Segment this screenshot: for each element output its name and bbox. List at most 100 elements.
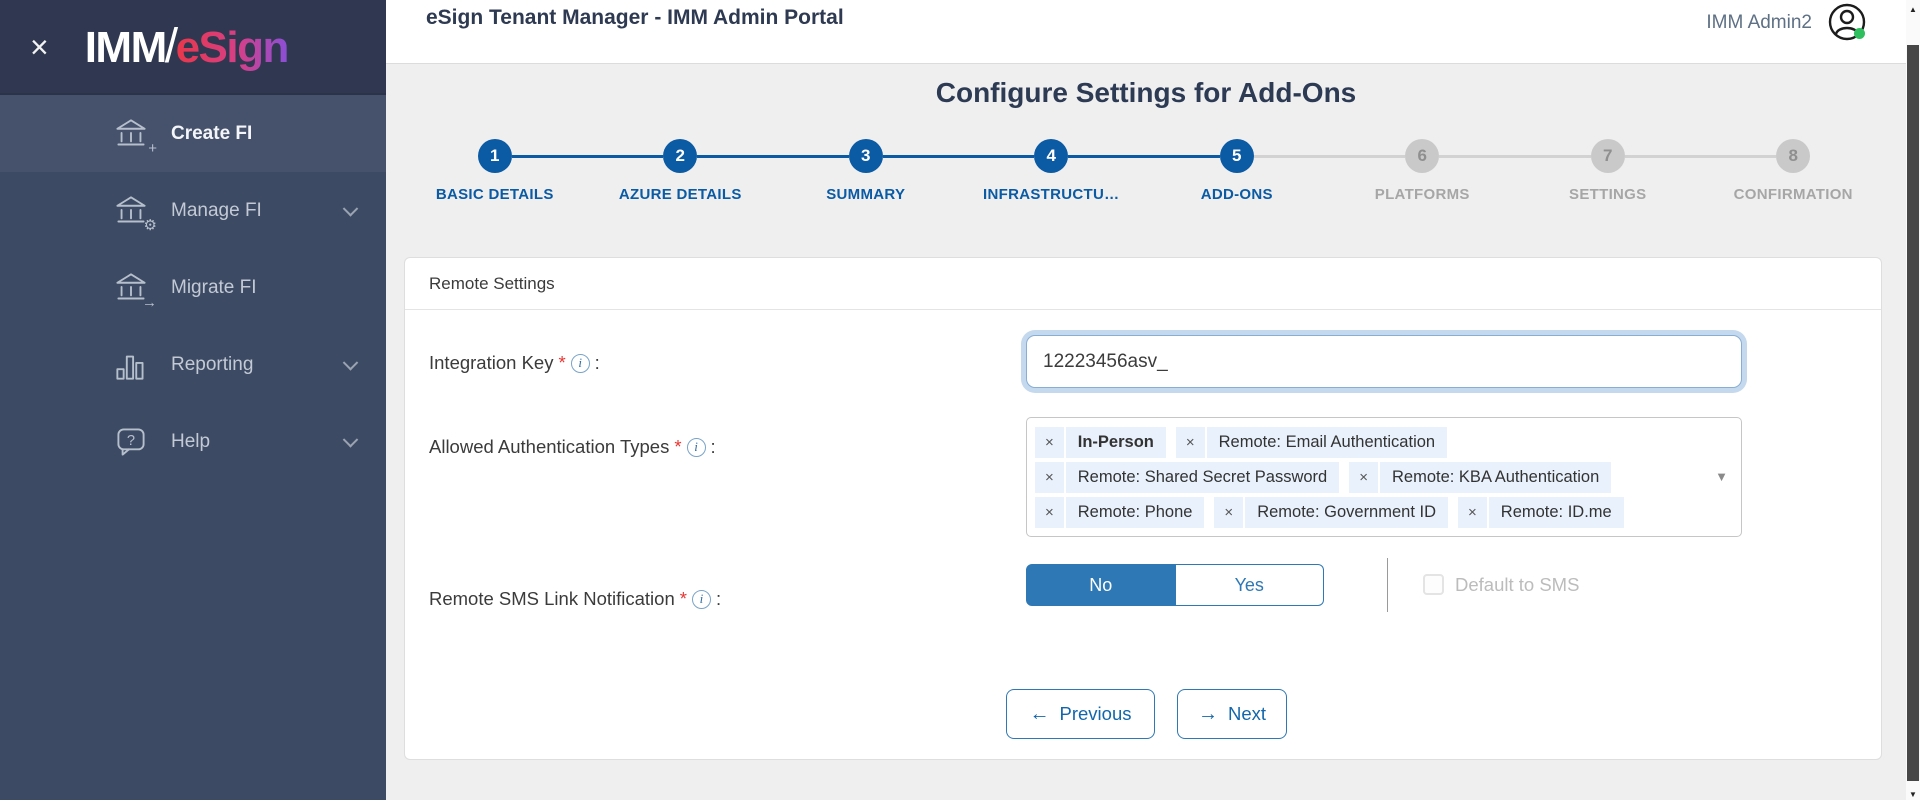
remove-tag-icon[interactable]: ×	[1035, 497, 1066, 528]
sidebar-item-label: Manage FI	[171, 199, 262, 221]
tag-remote-phone: × Remote: Phone	[1035, 497, 1205, 528]
remove-tag-icon[interactable]: ×	[1458, 497, 1489, 528]
remove-tag-icon[interactable]: ×	[1035, 462, 1066, 493]
tag-in-person: × In-Person	[1035, 427, 1166, 458]
label-colon: :	[594, 352, 600, 373]
label-colon: :	[710, 436, 716, 457]
sms-toggle-yes[interactable]: Yes	[1175, 564, 1324, 606]
tag-remote-email: × Remote: Email Authentication	[1175, 427, 1448, 458]
tag-label: Remote: Government ID	[1257, 503, 1437, 521]
sidebar-item-migrate-fi[interactable]: → Migrate FI	[0, 249, 386, 326]
logo-imm: IMM	[84, 23, 168, 72]
step-circle[interactable]: 2	[663, 139, 698, 173]
remote-settings-panel: Remote Settings Integration Key * i : Al…	[404, 257, 1882, 760]
sidebar-item-label: Migrate FI	[171, 276, 257, 298]
bank-plus-icon: +	[110, 113, 157, 156]
wizard-heading: Configure Settings for Add-Ons	[935, 77, 1357, 108]
label-text: Remote SMS Link Notification	[429, 588, 675, 609]
app-logo: IMM/eSign	[84, 19, 290, 74]
remove-tag-icon[interactable]: ×	[1035, 427, 1066, 458]
step-settings: 7 SETTINGS	[1439, 139, 1701, 203]
step-add-ons-current: 5 ADD-ONS	[1068, 139, 1330, 203]
bank-gear-icon: ⚙	[110, 190, 157, 233]
info-icon[interactable]: i	[691, 589, 711, 609]
step-label: CONFIRMATION	[1733, 186, 1853, 203]
sidebar: × IMM/eSign + Create FI ⚙ Manage FI → Mi…	[0, 0, 386, 800]
sidebar-item-manage-fi[interactable]: ⚙ Manage FI	[0, 172, 386, 249]
previous-button-label: Previous	[1059, 703, 1132, 724]
tag-remote-idme: × Remote: ID.me	[1458, 497, 1624, 528]
tag-label: In-Person	[1077, 433, 1154, 451]
required-marker: *	[674, 436, 682, 457]
step-summary: 3 SUMMARY	[697, 139, 959, 203]
vertical-scrollbar[interactable]: ▲ ▼	[1906, 0, 1920, 800]
required-marker: *	[558, 352, 566, 373]
step-circle[interactable]: 5	[1219, 139, 1254, 173]
user-name: IMM Admin2	[1706, 11, 1812, 33]
tag-row: × In-Person × Remote: Email Authenticati…	[1035, 427, 1701, 458]
left-arrow-icon: ←	[1029, 702, 1050, 725]
label-text: Integration Key	[429, 352, 554, 373]
vertical-divider	[1387, 558, 1388, 612]
step-circle[interactable]: 4	[1034, 139, 1069, 173]
sidebar-item-label: Reporting	[171, 353, 254, 375]
label-text: Allowed Authentication Types	[429, 436, 670, 457]
next-button[interactable]: → Next	[1177, 689, 1287, 739]
scrollbar-down-icon[interactable]: ▼	[1909, 790, 1917, 799]
user-menu[interactable]: IMM Admin2	[1706, 2, 1870, 51]
right-arrow-icon: →	[1197, 702, 1218, 725]
dropdown-caret-icon[interactable]: ▼	[1715, 469, 1728, 484]
sms-toggle-no[interactable]: No	[1026, 564, 1176, 606]
step-infrastructure: 4 INFRASTRUCTU…	[882, 139, 1145, 203]
step-label: INFRASTRUCTU…	[983, 186, 1120, 203]
step-basic-details: 1 BASIC DETAILS	[402, 139, 588, 203]
tag-row: × Remote: Shared Secret Password × Remot…	[1035, 462, 1701, 493]
step-azure-details: 2 AZURE DETAILS	[511, 139, 774, 203]
svg-text:?: ?	[127, 433, 135, 449]
sms-notification-label: Remote SMS Link Notification * i :	[429, 588, 721, 610]
step-circle: 7	[1590, 139, 1625, 173]
auth-types-label: Allowed Authentication Types * i :	[429, 436, 716, 458]
logo-esign: eSign	[175, 23, 290, 72]
required-marker: *	[679, 588, 687, 609]
tag-remote-government-id: × Remote: Government ID	[1214, 497, 1449, 528]
step-circle: 6	[1405, 139, 1440, 173]
sms-toggle: No Yes	[1026, 564, 1324, 606]
bar-chart-icon	[110, 344, 152, 386]
default-to-sms-checkbox[interactable]	[1423, 574, 1444, 595]
step-circle[interactable]: 3	[848, 139, 883, 173]
sidebar-item-help[interactable]: ? Help	[0, 403, 386, 480]
remove-tag-icon[interactable]: ×	[1176, 427, 1207, 458]
step-platforms: 6 PLATFORMS	[1253, 139, 1516, 203]
avatar[interactable]	[1826, 2, 1870, 51]
sidebar-close-icon[interactable]: ×	[30, 28, 49, 65]
tag-label: Remote: Shared Secret Password	[1077, 468, 1328, 486]
remove-tag-icon[interactable]: ×	[1349, 462, 1380, 493]
bank-arrow-icon: →	[110, 267, 157, 310]
scrollbar-thumb[interactable]	[1907, 45, 1919, 781]
sidebar-logo-bar: × IMM/eSign	[0, 0, 386, 95]
sidebar-item-reporting[interactable]: Reporting	[0, 326, 386, 403]
next-button-label: Next	[1227, 703, 1267, 724]
wizard-stepper: 1 BASIC DETAILS 2 AZURE DETAILS 3 SUMMAR…	[402, 139, 1886, 203]
remove-tag-icon[interactable]: ×	[1214, 497, 1246, 528]
tag-label: Remote: Phone	[1077, 503, 1193, 521]
tag-label: Remote: KBA Authentication	[1391, 468, 1600, 486]
integration-key-input[interactable]	[1026, 335, 1742, 388]
step-circle: 8	[1776, 139, 1811, 173]
tag-remote-kba: × Remote: KBA Authentication	[1349, 462, 1612, 493]
info-icon[interactable]: i	[570, 353, 590, 373]
scrollbar-up-icon[interactable]: ▲	[1909, 5, 1917, 14]
previous-button[interactable]: ← Previous	[1006, 689, 1155, 739]
step-label: PLATFORMS	[1374, 186, 1470, 203]
chevron-down-icon	[342, 354, 359, 371]
info-icon[interactable]: i	[686, 437, 706, 457]
label-colon: :	[715, 588, 722, 609]
sidebar-item-create-fi[interactable]: + Create FI	[0, 95, 386, 172]
step-circle[interactable]: 1	[477, 139, 512, 173]
step-label: SUMMARY	[826, 186, 906, 203]
step-confirmation: 8 CONFIRMATION	[1624, 139, 1887, 203]
plus-badge-icon: +	[148, 139, 157, 157]
step-label: BASIC DETAILS	[435, 186, 554, 203]
auth-types-multiselect[interactable]: × In-Person × Remote: Email Authenticati…	[1026, 417, 1742, 537]
